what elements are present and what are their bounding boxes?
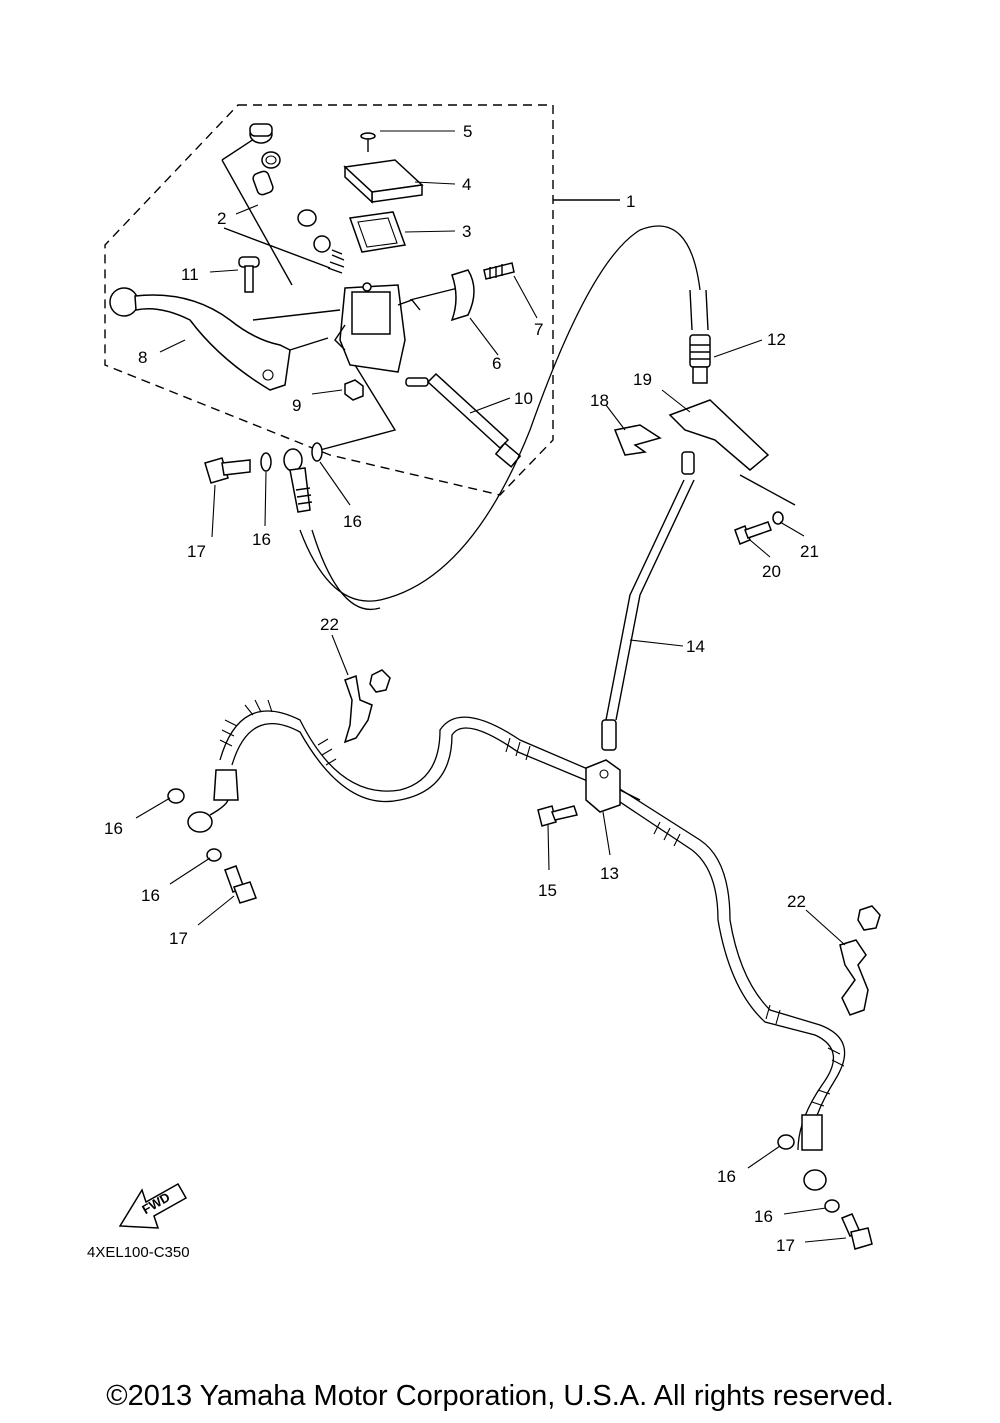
master-cylinder-body bbox=[319, 282, 471, 451]
callout-17-c: 17 bbox=[776, 1236, 795, 1255]
hose-fitting-upper bbox=[689, 289, 711, 384]
callout-1: 1 bbox=[626, 192, 635, 211]
forward-direction-icon: FWD bbox=[118, 1182, 188, 1229]
hose-guide-lower bbox=[839, 905, 881, 1016]
union-bolt-right bbox=[840, 1213, 873, 1250]
brake-hose-lower bbox=[219, 699, 846, 1151]
diagram-code: 4XEL100-C350 bbox=[87, 1244, 190, 1261]
callout-8: 8 bbox=[138, 348, 147, 367]
callout-11: 11 bbox=[181, 265, 199, 284]
hose-guide-upper bbox=[343, 669, 391, 744]
holder-bolt bbox=[734, 521, 772, 545]
callout-16-d: 16 bbox=[141, 886, 160, 905]
brake-hose-upper bbox=[299, 225, 701, 602]
callout-17-a: 17 bbox=[187, 542, 206, 561]
banjo-fitting-right bbox=[801, 1114, 827, 1191]
nut bbox=[344, 379, 364, 401]
hose-joint bbox=[585, 759, 641, 813]
callout-13: 13 bbox=[600, 864, 619, 883]
callout-12: 12 bbox=[767, 330, 786, 349]
joint-bolt bbox=[537, 805, 578, 827]
diaphragm bbox=[348, 211, 407, 253]
callout-16-e: 16 bbox=[717, 1167, 736, 1186]
brake-pipe bbox=[601, 451, 695, 751]
callout-3: 3 bbox=[462, 222, 471, 241]
copper-washer bbox=[311, 442, 323, 462]
callout-6: 6 bbox=[492, 354, 501, 373]
callout-16-b: 16 bbox=[343, 512, 362, 531]
callout-14: 14 bbox=[686, 637, 705, 656]
brake-lever bbox=[109, 287, 329, 391]
callout-9: 9 bbox=[292, 396, 301, 415]
bracket-holder bbox=[450, 262, 515, 322]
reservoir-cap bbox=[343, 159, 424, 204]
callout-7: 7 bbox=[534, 320, 543, 339]
callout-19: 19 bbox=[633, 370, 652, 389]
callout-21: 21 bbox=[800, 542, 819, 561]
brake-switch bbox=[405, 372, 522, 468]
callout-10: 10 bbox=[514, 389, 533, 408]
callout-16-c: 16 bbox=[104, 819, 123, 838]
callout-16-a: 16 bbox=[252, 530, 271, 549]
copper-washer bbox=[260, 452, 272, 472]
pivot-bolt bbox=[238, 256, 341, 321]
callout-16-f: 16 bbox=[754, 1207, 773, 1226]
copper-washer bbox=[777, 1134, 795, 1150]
piston-kit-group bbox=[221, 123, 345, 286]
callout-17-b: 17 bbox=[169, 929, 188, 948]
callout-2: 2 bbox=[217, 209, 226, 228]
copper-washer bbox=[824, 1199, 840, 1213]
banjo-fitting-top bbox=[283, 448, 313, 513]
copyright-notice: ©2013 Yamaha Motor Corporation, U.S.A. A… bbox=[106, 1380, 894, 1412]
copper-washer bbox=[167, 788, 185, 804]
assembly-outline bbox=[104, 104, 554, 496]
plain-washer bbox=[772, 511, 784, 525]
callout-5: 5 bbox=[463, 122, 472, 141]
callout-15: 15 bbox=[538, 881, 557, 900]
union-bolt-top bbox=[204, 457, 251, 484]
hose-clip bbox=[613, 424, 662, 456]
callout-4: 4 bbox=[462, 175, 471, 194]
callout-22-b: 22 bbox=[787, 892, 806, 911]
banjo-fitting-left bbox=[187, 769, 239, 833]
callout-22-a: 22 bbox=[320, 615, 339, 634]
callout-numbers: 1 2 3 4 5 6 7 8 9 10 11 12 13 14 15 16 1… bbox=[104, 122, 819, 1255]
copper-washer bbox=[206, 848, 222, 862]
screw bbox=[360, 132, 376, 152]
callout-18: 18 bbox=[590, 391, 609, 410]
callout-20: 20 bbox=[762, 562, 781, 581]
union-bolt-left bbox=[224, 865, 257, 904]
callout-leaders bbox=[135, 130, 847, 1243]
hose-holder bbox=[668, 399, 796, 506]
